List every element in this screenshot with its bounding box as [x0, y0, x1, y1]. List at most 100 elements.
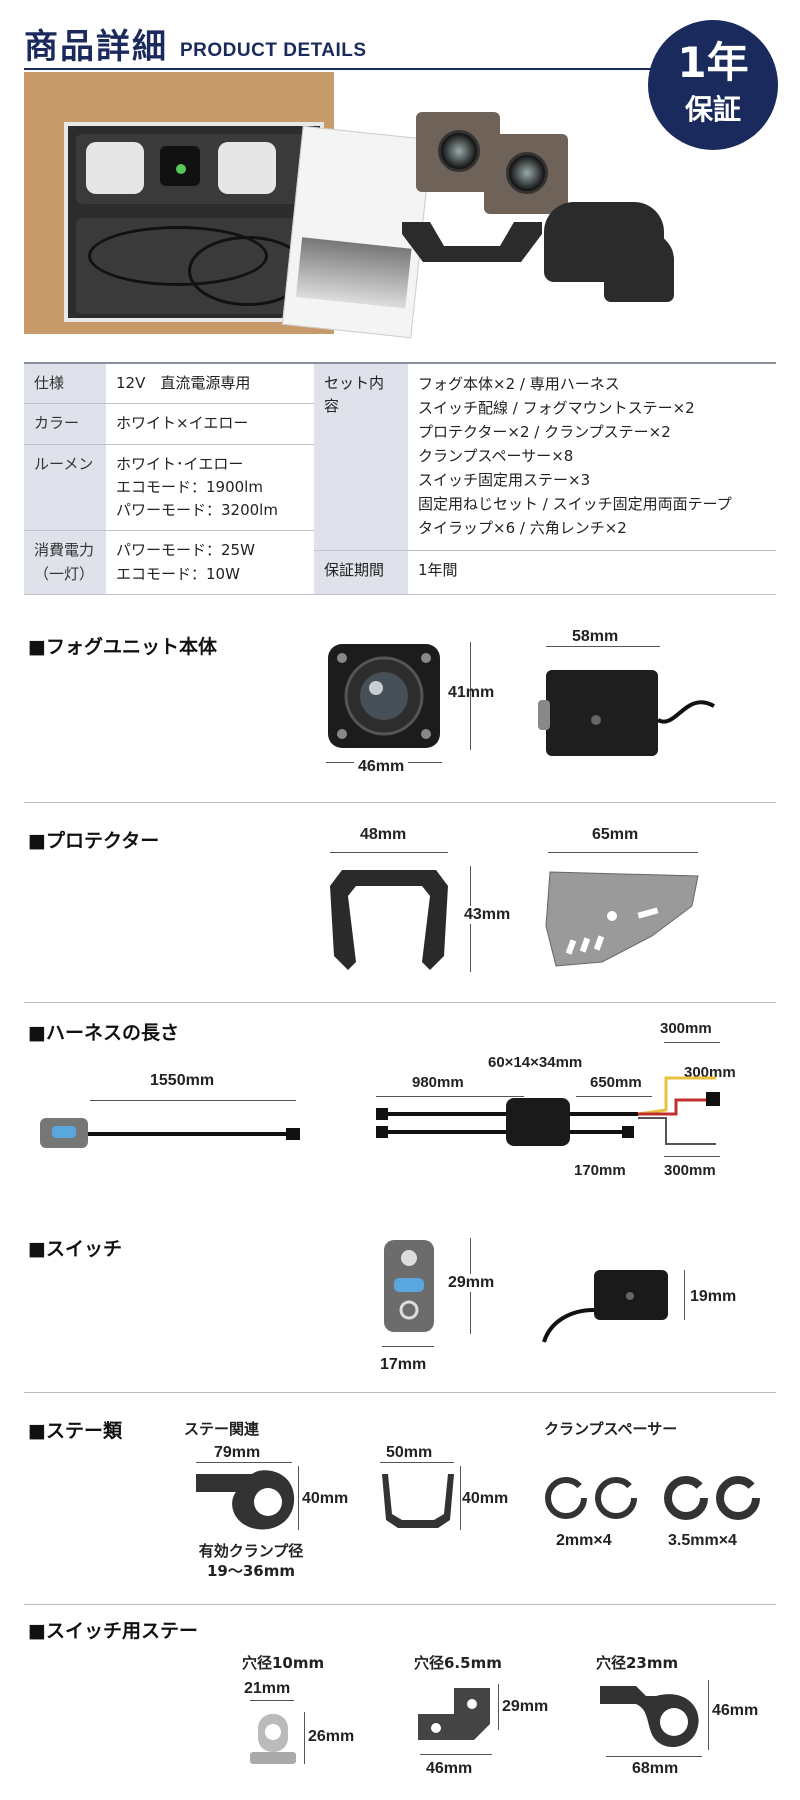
set-item: タイラップ×6 / 六角レンチ×2: [418, 519, 627, 537]
section-title-protector: ■プロテクター: [28, 830, 160, 852]
table-row: ルーメン ホワイト･イエロー エコモード：1900lm パワーモード：3200l…: [24, 444, 776, 532]
fog-width-dim: 46mm: [354, 758, 409, 776]
harness-top-branch-dim: 300mm: [660, 1020, 712, 1037]
clamp-stay-image: [196, 1470, 295, 1530]
spec-value: ホワイト×イエロー: [106, 403, 314, 445]
spacer-a-dim: 2mm×4: [556, 1532, 612, 1549]
clamp-stay-part: [604, 232, 674, 302]
stay-c-hole: 穴径23mm: [596, 1654, 679, 1672]
switch-side-image: [542, 1270, 668, 1343]
power-label-line: 消費電力: [34, 541, 95, 560]
dim-line: [548, 852, 698, 853]
stay-c-width-dim: 68mm: [632, 1760, 679, 1777]
stay-a-width-dim: 21mm: [244, 1680, 291, 1697]
spacer-subtitle: クランプスペーサー: [544, 1420, 678, 1438]
set-item: スイッチ配線 / フォグマウントステー×2: [418, 399, 695, 417]
clamp-note-line: 有効クランプ径: [198, 1542, 304, 1560]
set-item: プロテクター×2 / クランプステー×2: [418, 423, 671, 441]
section-title-switch-stay: ■スイッチ用ステー: [28, 1620, 198, 1642]
fog-side-image: [538, 670, 715, 756]
mount-bracket-image: [382, 1474, 454, 1528]
dim-line: [380, 1462, 454, 1463]
table-row: 保証期間 1年間: [24, 550, 776, 595]
page-header: 商品詳細 PRODUCT DETAILS: [24, 20, 367, 64]
harness-left-len-dim: 980mm: [412, 1074, 464, 1091]
lumen-line: パワーモード：3200lm: [116, 501, 278, 519]
switch-front-image: [384, 1240, 434, 1332]
spec-label: カラー: [24, 403, 106, 445]
set-item: 固定用ねじセット / スイッチ固定用両面テープ: [418, 495, 732, 513]
fog-front-image: [328, 644, 440, 748]
fog-height-dim: 41mm: [448, 684, 495, 701]
switch-side-height-dim: 19mm: [690, 1288, 737, 1305]
dim-line: [376, 1096, 524, 1097]
stay-a-height-dim: 26mm: [308, 1728, 355, 1745]
harness-bottom-len-dim: 170mm: [574, 1162, 626, 1179]
header-divider: [24, 68, 744, 70]
clamp-width-dim: 79mm: [214, 1444, 261, 1461]
dim-line: [420, 1754, 492, 1755]
warranty-badge-top: 1年: [677, 38, 749, 87]
spec-value: パワーモード：25W エコモード：10W: [106, 530, 314, 595]
dim-line: [90, 1100, 296, 1101]
protector-front-image: [330, 870, 448, 970]
protector-length-dim: 65mm: [592, 826, 639, 843]
dim-line: [606, 1756, 702, 1757]
dim-line: [304, 1712, 305, 1764]
page-title-en: PRODUCT DETAILS: [180, 40, 367, 61]
bracket-height-dim: 40mm: [462, 1490, 509, 1507]
dim-line: [684, 1270, 685, 1320]
switch-cable-image: [40, 1118, 300, 1148]
stay-a-hole: 穴径10mm: [242, 1654, 325, 1672]
section-divider: [24, 1002, 776, 1003]
switch-height-dim: 29mm: [446, 1274, 497, 1292]
warranty-badge: 1年 保証: [648, 20, 778, 150]
spec-value: ホワイト･イエロー エコモード：1900lm パワーモード：3200lm: [106, 444, 314, 532]
spec-value: 1年間: [408, 550, 776, 595]
set-item: フォグ本体×2 / 専用ハーネス: [418, 375, 620, 393]
product-photo: [24, 72, 776, 339]
power-label-line: （一灯）: [34, 564, 95, 583]
dim-line: [298, 1466, 299, 1530]
dim-line: [576, 1096, 652, 1097]
table-row: 仕様 12V 直流電源専用 セット内容 フォグ本体×2 / 専用ハーネス スイッ…: [24, 361, 776, 551]
spec-label: ルーメン: [24, 444, 106, 532]
switch-stay-c-image: [600, 1686, 699, 1748]
table-row: 消費電力 （一灯） パワーモード：25W エコモード：10W: [24, 530, 776, 595]
dim-line: [196, 1462, 292, 1463]
section-title-stays: ■ステー類: [28, 1420, 122, 1442]
section-divider: [24, 1604, 776, 1605]
spec-label: 仕様: [24, 362, 106, 405]
dim-line: [708, 1680, 709, 1750]
harness-bottom-branch-dim: 300mm: [664, 1162, 716, 1179]
clamp-spacers-image: [545, 1476, 760, 1520]
lumen-line: ホワイト･イエロー: [116, 454, 244, 473]
protector-side-image: [545, 871, 699, 967]
dim-line: [250, 1700, 294, 1701]
stay-b-height-dim: 29mm: [502, 1698, 549, 1715]
fog-lens: [438, 130, 480, 172]
dim-line: [470, 642, 471, 750]
spec-label: 消費電力 （一灯）: [24, 530, 106, 595]
clamp-height-dim: 40mm: [302, 1490, 349, 1507]
power-line: エコモード：10W: [116, 564, 240, 583]
stay-b-hole: 穴径6.5mm: [414, 1654, 502, 1672]
dim-line: [664, 1156, 720, 1157]
section-title-harness: ■ハーネスの長さ: [28, 1022, 179, 1044]
bracket-width-dim: 50mm: [386, 1444, 433, 1461]
booklet-car-image: [295, 237, 412, 309]
page-title: 商品詳細: [24, 27, 168, 67]
clamp-note: 有効クランプ径 19～36mm: [186, 1542, 316, 1581]
dim-line: [382, 1346, 434, 1347]
switch-width-dim: 17mm: [380, 1356, 427, 1373]
section-title-fog: ■フォグユニット本体: [28, 636, 217, 658]
spec-table: 仕様 12V 直流電源専用 セット内容 フォグ本体×2 / 専用ハーネス スイッ…: [24, 361, 776, 595]
set-item: クランプスペーサー×8: [418, 447, 574, 465]
section-divider: [24, 802, 776, 803]
dim-line: [498, 1684, 499, 1730]
set-item: スイッチ固定用ステー×3: [418, 471, 591, 489]
fog-unit-white: [86, 142, 144, 194]
spec-label: 保証期間: [314, 550, 408, 595]
spec-label: セット内容: [314, 361, 408, 551]
spec-value: 12V 直流電源専用: [106, 362, 314, 405]
